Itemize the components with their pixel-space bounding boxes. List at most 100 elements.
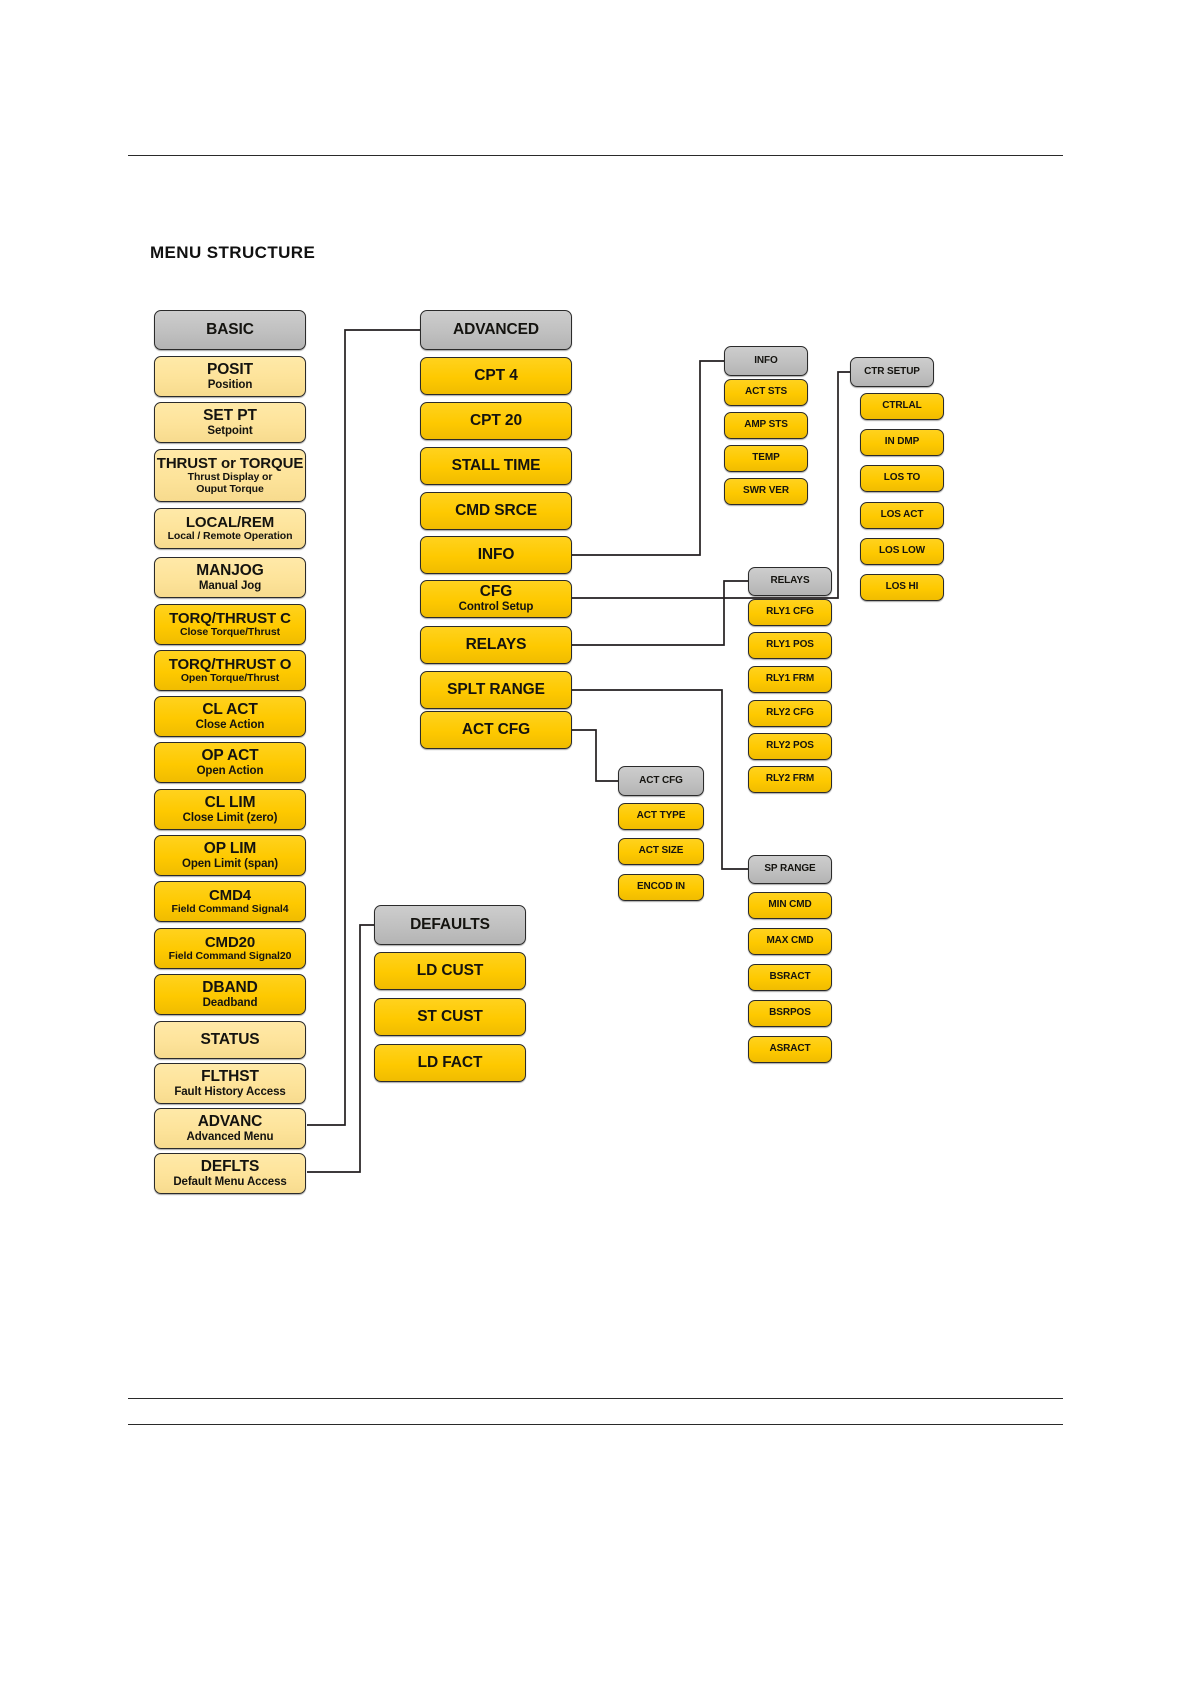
node-torq-thrust-o[interactable]: TORQ/THRUST O Open Torque/Thrust — [154, 650, 306, 691]
node-bsrpos[interactable]: BSRPOS — [748, 1000, 832, 1027]
wire-relays-to-relays — [572, 580, 748, 646]
node-op-lim[interactable]: OP LIM Open Limit (span) — [154, 835, 306, 876]
node-title: BSRPOS — [769, 1007, 811, 1019]
node-title: SWR VER — [743, 485, 789, 497]
node-advanced-relays[interactable]: RELAYS — [420, 626, 572, 664]
node-subtitle: Deadband — [202, 996, 258, 1009]
node-thrust-or-torque[interactable]: THRUST or TORQUE Thrust Display or Ouput… — [154, 449, 306, 502]
node-cpt-4[interactable]: CPT 4 — [420, 357, 572, 395]
node-defaults-header[interactable]: DEFAULTS — [374, 905, 526, 945]
node-sp-range-header[interactable]: SP RANGE — [748, 855, 832, 884]
node-title: DBAND — [202, 978, 258, 996]
node-cpt-20[interactable]: CPT 20 — [420, 402, 572, 440]
node-cfg[interactable]: CFG Control Setup — [420, 580, 572, 618]
node-los-to[interactable]: LOS TO — [860, 465, 944, 492]
node-advanced-info[interactable]: INFO — [420, 536, 572, 574]
node-temp[interactable]: TEMP — [724, 445, 808, 472]
node-min-cmd[interactable]: MIN CMD — [748, 892, 832, 919]
node-advanc[interactable]: ADVANC Advanced Menu — [154, 1108, 306, 1149]
node-act-size[interactable]: ACT SIZE — [618, 838, 704, 865]
node-title: INFO — [477, 545, 515, 563]
node-los-low[interactable]: LOS LOW — [860, 538, 944, 565]
node-title: LOS HI — [885, 581, 919, 593]
node-title: CTRLAL — [882, 400, 922, 412]
node-splt-range[interactable]: SPLT RANGE — [420, 671, 572, 709]
node-rly2-pos[interactable]: RLY2 POS — [748, 733, 832, 760]
node-title: LD CUST — [416, 961, 484, 979]
node-encod-in[interactable]: ENCOD IN — [618, 874, 704, 901]
node-cmd4[interactable]: CMD4 Field Command Signal4 — [154, 881, 306, 922]
node-los-hi[interactable]: LOS HI — [860, 574, 944, 601]
node-title: ACT CFG — [639, 774, 683, 786]
node-op-act[interactable]: OP ACT Open Action — [154, 742, 306, 783]
node-subtitle: Control Setup — [458, 601, 534, 614]
node-max-cmd[interactable]: MAX CMD — [748, 928, 832, 955]
node-deflts[interactable]: DEFLTS Default Menu Access — [154, 1153, 306, 1194]
node-advanced-act-cfg[interactable]: ACT CFG — [420, 711, 572, 749]
node-torq-thrust-c[interactable]: TORQ/THRUST C Close Torque/Thrust — [154, 604, 306, 645]
node-subtitle: Open Limit (span) — [181, 857, 279, 870]
node-stall-time[interactable]: STALL TIME — [420, 447, 572, 485]
node-ctrlal[interactable]: CTRLAL — [860, 393, 944, 420]
node-amp-sts[interactable]: AMP STS — [724, 412, 808, 439]
node-title: OP ACT — [201, 746, 259, 764]
node-basic-header[interactable]: BASIC — [154, 310, 306, 350]
node-title: ADVANC — [197, 1112, 263, 1130]
node-title: FLTHST — [201, 1067, 259, 1085]
node-title: ASRACT — [769, 1043, 811, 1055]
node-cl-lim[interactable]: CL LIM Close Limit (zero) — [154, 789, 306, 830]
node-title: ACT STS — [744, 386, 788, 398]
node-advanced-header[interactable]: ADVANCED — [420, 310, 572, 350]
node-status[interactable]: STATUS — [154, 1021, 306, 1059]
node-ctr-setup-header[interactable]: CTR SETUP — [850, 357, 934, 387]
node-rly2-cfg[interactable]: RLY2 CFG — [748, 700, 832, 727]
node-cmd20[interactable]: CMD20 Field Command Signal20 — [154, 928, 306, 969]
node-swr-ver[interactable]: SWR VER — [724, 478, 808, 505]
node-cl-act[interactable]: CL ACT Close Action — [154, 696, 306, 737]
node-subtitle: Default Menu Access — [173, 1175, 287, 1188]
node-los-act[interactable]: LOS ACT — [860, 502, 944, 529]
node-ld-cust[interactable]: LD CUST — [374, 952, 526, 990]
node-act-sts[interactable]: ACT STS — [724, 379, 808, 406]
node-bsract[interactable]: BSRACT — [748, 964, 832, 991]
node-title: CL ACT — [202, 700, 258, 718]
node-local-rem[interactable]: LOCAL/REM Local / Remote Operation — [154, 508, 306, 549]
node-flthst[interactable]: FLTHST Fault History Access — [154, 1063, 306, 1104]
node-title: TEMP — [752, 452, 780, 464]
header-rule — [128, 155, 1063, 156]
node-relays-header[interactable]: RELAYS — [748, 567, 832, 596]
node-posit[interactable]: POSIT Position — [154, 356, 306, 397]
node-rly2-frm[interactable]: RLY2 FRM — [748, 766, 832, 793]
node-cmd-srce[interactable]: CMD SRCE — [420, 492, 572, 530]
node-st-cust[interactable]: ST CUST — [374, 998, 526, 1036]
node-title: LOS TO — [883, 472, 921, 484]
node-manjog[interactable]: MANJOG Manual Jog — [154, 557, 306, 598]
node-title: SP RANGE — [764, 863, 816, 875]
node-dband[interactable]: DBAND Deadband — [154, 974, 306, 1015]
node-title: POSIT — [206, 360, 253, 378]
node-asract[interactable]: ASRACT — [748, 1036, 832, 1063]
node-title: CL LIM — [204, 793, 256, 811]
node-ld-fact[interactable]: LD FACT — [374, 1044, 526, 1082]
node-title: STATUS — [200, 1030, 260, 1048]
node-title: ACT SIZE — [638, 845, 684, 857]
node-rly1-cfg[interactable]: RLY1 CFG — [748, 599, 832, 626]
node-set-pt[interactable]: SET PT Setpoint — [154, 402, 306, 443]
node-in-dmp[interactable]: IN DMP — [860, 429, 944, 456]
node-act-type[interactable]: ACT TYPE — [618, 803, 704, 830]
node-title: DEFLTS — [200, 1157, 260, 1175]
node-act-cfg-header[interactable]: ACT CFG — [618, 766, 704, 796]
node-title: CMD20 — [204, 933, 256, 951]
node-title: CMD SRCE — [455, 501, 537, 519]
node-rly1-pos[interactable]: RLY1 POS — [748, 632, 832, 659]
node-title: RLY1 POS — [766, 639, 814, 651]
node-title: ST CUST — [417, 1007, 483, 1025]
node-info-header[interactable]: INFO — [724, 346, 808, 376]
node-title: CMD4 — [208, 886, 252, 904]
node-rly1-frm[interactable]: RLY1 FRM — [748, 666, 832, 693]
node-subtitle: Advanced Menu — [186, 1130, 274, 1143]
node-subtitle: Field Command Signal20 — [168, 949, 292, 962]
node-subtitle: Thrust Display or — [187, 471, 273, 484]
node-title: LD FACT — [417, 1053, 483, 1071]
